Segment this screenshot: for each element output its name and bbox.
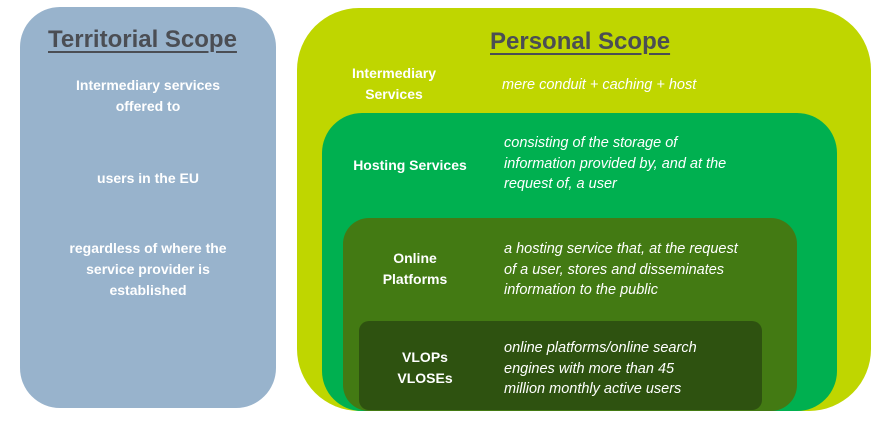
territorial-item-line: service provider is	[86, 261, 210, 277]
description-line: mere conduit + caching + host	[502, 77, 697, 93]
description-line: consisting of the storage of	[504, 135, 678, 151]
description-line: information provided by, and at the	[504, 155, 727, 172]
online-platforms-description: a hosting service that, at the request o…	[504, 239, 738, 301]
description-line: engines with more than 45	[504, 360, 675, 377]
territorial-scope-title: Territorial Scope	[48, 26, 237, 53]
intermediary-services-description: mere conduit + caching + host	[502, 75, 696, 96]
territorial-item-line: regardless of where the	[69, 240, 227, 256]
hosting-services-description: consisting of the storage of information…	[504, 133, 726, 195]
label-line: Hosting Services	[353, 157, 467, 173]
vlops-vloses-box	[359, 321, 762, 410]
personal-scope-title: Personal Scope	[490, 28, 671, 55]
online-platforms-label: Online Platforms	[365, 248, 465, 290]
territorial-item-line: Intermediary services	[76, 77, 220, 93]
label-line: Platforms	[382, 271, 448, 287]
territorial-item-line: offered to	[115, 98, 181, 114]
intermediary-services-label: Intermediary Services	[330, 63, 458, 105]
label-line: Services	[365, 86, 423, 102]
hosting-services-label: Hosting Services	[340, 155, 480, 176]
description-line: online platforms/online search	[504, 340, 697, 356]
territorial-item-line: established	[109, 282, 187, 298]
territorial-item-users: users in the EU	[20, 168, 276, 189]
description-line: request of, a user	[504, 176, 617, 192]
description-line: of a user, stores and disseminates	[504, 261, 725, 278]
vlops-vloses-label: VLOPs VLOSEs	[380, 347, 470, 389]
label-line: Online	[393, 250, 437, 266]
label-line: VLOPs	[402, 349, 448, 365]
vlops-vloses-description: online platforms/online search engines w…	[504, 338, 697, 400]
territorial-item-line: users in the EU	[97, 170, 199, 186]
description-line: information to the public	[504, 282, 658, 298]
territorial-item-regardless: regardless of where the service provider…	[20, 238, 276, 301]
territorial-item-intermediary: Intermediary services offered to	[20, 75, 276, 117]
territorial-scope-box	[20, 7, 276, 408]
label-line: Intermediary	[351, 65, 437, 81]
description-line: a hosting service that, at the request	[504, 241, 738, 257]
label-line: VLOSEs	[397, 370, 453, 386]
description-line: million monthly active users	[504, 381, 682, 397]
